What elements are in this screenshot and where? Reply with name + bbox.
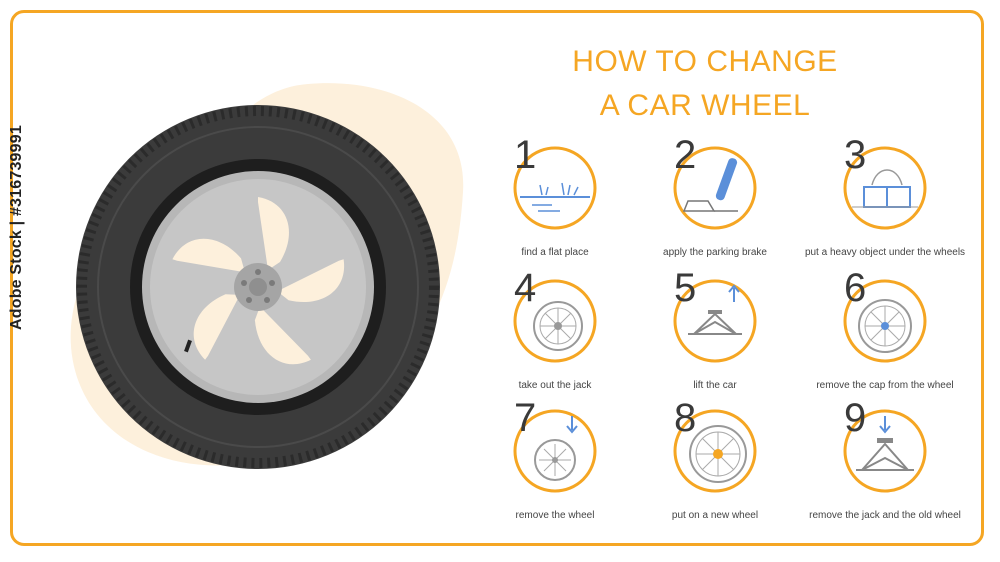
step-label: remove the jack and the old wheel <box>809 510 961 521</box>
step-label: take out the jack <box>518 380 592 391</box>
wheel-icon: 4 <box>512 268 598 364</box>
step-number: 7 <box>514 396 537 440</box>
step-number: 3 <box>844 133 867 177</box>
infographic-frame <box>10 10 984 546</box>
wheel-remove-icon: 7 <box>512 398 598 494</box>
step-9: 9 remove the jack and the old wheel <box>800 398 970 521</box>
step-8: 8 put on a new wheel <box>630 398 800 521</box>
step-7: 7 remove the wheel <box>470 398 640 521</box>
step-number: 8 <box>674 396 697 440</box>
step-1: 1 find a flat place <box>470 135 640 258</box>
car-wheel-illustration <box>58 72 478 492</box>
parking-brake-icon: 2 <box>672 135 758 231</box>
title-line-2: A CAR WHEEL <box>599 89 811 122</box>
step-number: 2 <box>674 133 697 177</box>
step-label: apply the parking brake <box>663 247 767 258</box>
step-number: 4 <box>514 266 537 310</box>
flat-ground-icon: 1 <box>512 135 598 231</box>
jack-lift-icon: 5 <box>672 268 758 364</box>
step-number: 6 <box>844 266 867 310</box>
wheel-cap-icon: 6 <box>842 268 928 364</box>
wheel-chock-icon: 3 <box>842 135 928 231</box>
new-wheel-icon: 8 <box>672 398 758 494</box>
step-2: 2 apply the parking brake <box>630 135 800 258</box>
jack-lower-icon: 9 <box>842 398 928 494</box>
step-3: 3 put a heavy object under the wheels <box>800 135 970 258</box>
step-5: 5 lift the car <box>630 268 800 391</box>
page-title: HOW TO CHANGE A CAR WHEEL <box>520 40 890 128</box>
step-6: 6 remove the cap from the wheel <box>800 268 970 391</box>
step-number: 1 <box>514 133 537 177</box>
step-label: put on a new wheel <box>671 510 759 521</box>
step-label: remove the cap from the wheel <box>816 380 954 391</box>
step-4: 4 take out the jack <box>470 268 640 391</box>
step-label: remove the wheel <box>515 510 595 521</box>
step-number: 9 <box>844 396 867 440</box>
title-line-1: HOW TO CHANGE <box>572 45 838 78</box>
stock-id-watermark: Adobe Stock | #316739991 <box>8 125 25 330</box>
step-label: lift the car <box>693 380 737 391</box>
step-label: put a heavy object under the wheels <box>804 247 966 258</box>
step-label: find a flat place <box>521 247 589 258</box>
step-number: 5 <box>674 266 697 310</box>
